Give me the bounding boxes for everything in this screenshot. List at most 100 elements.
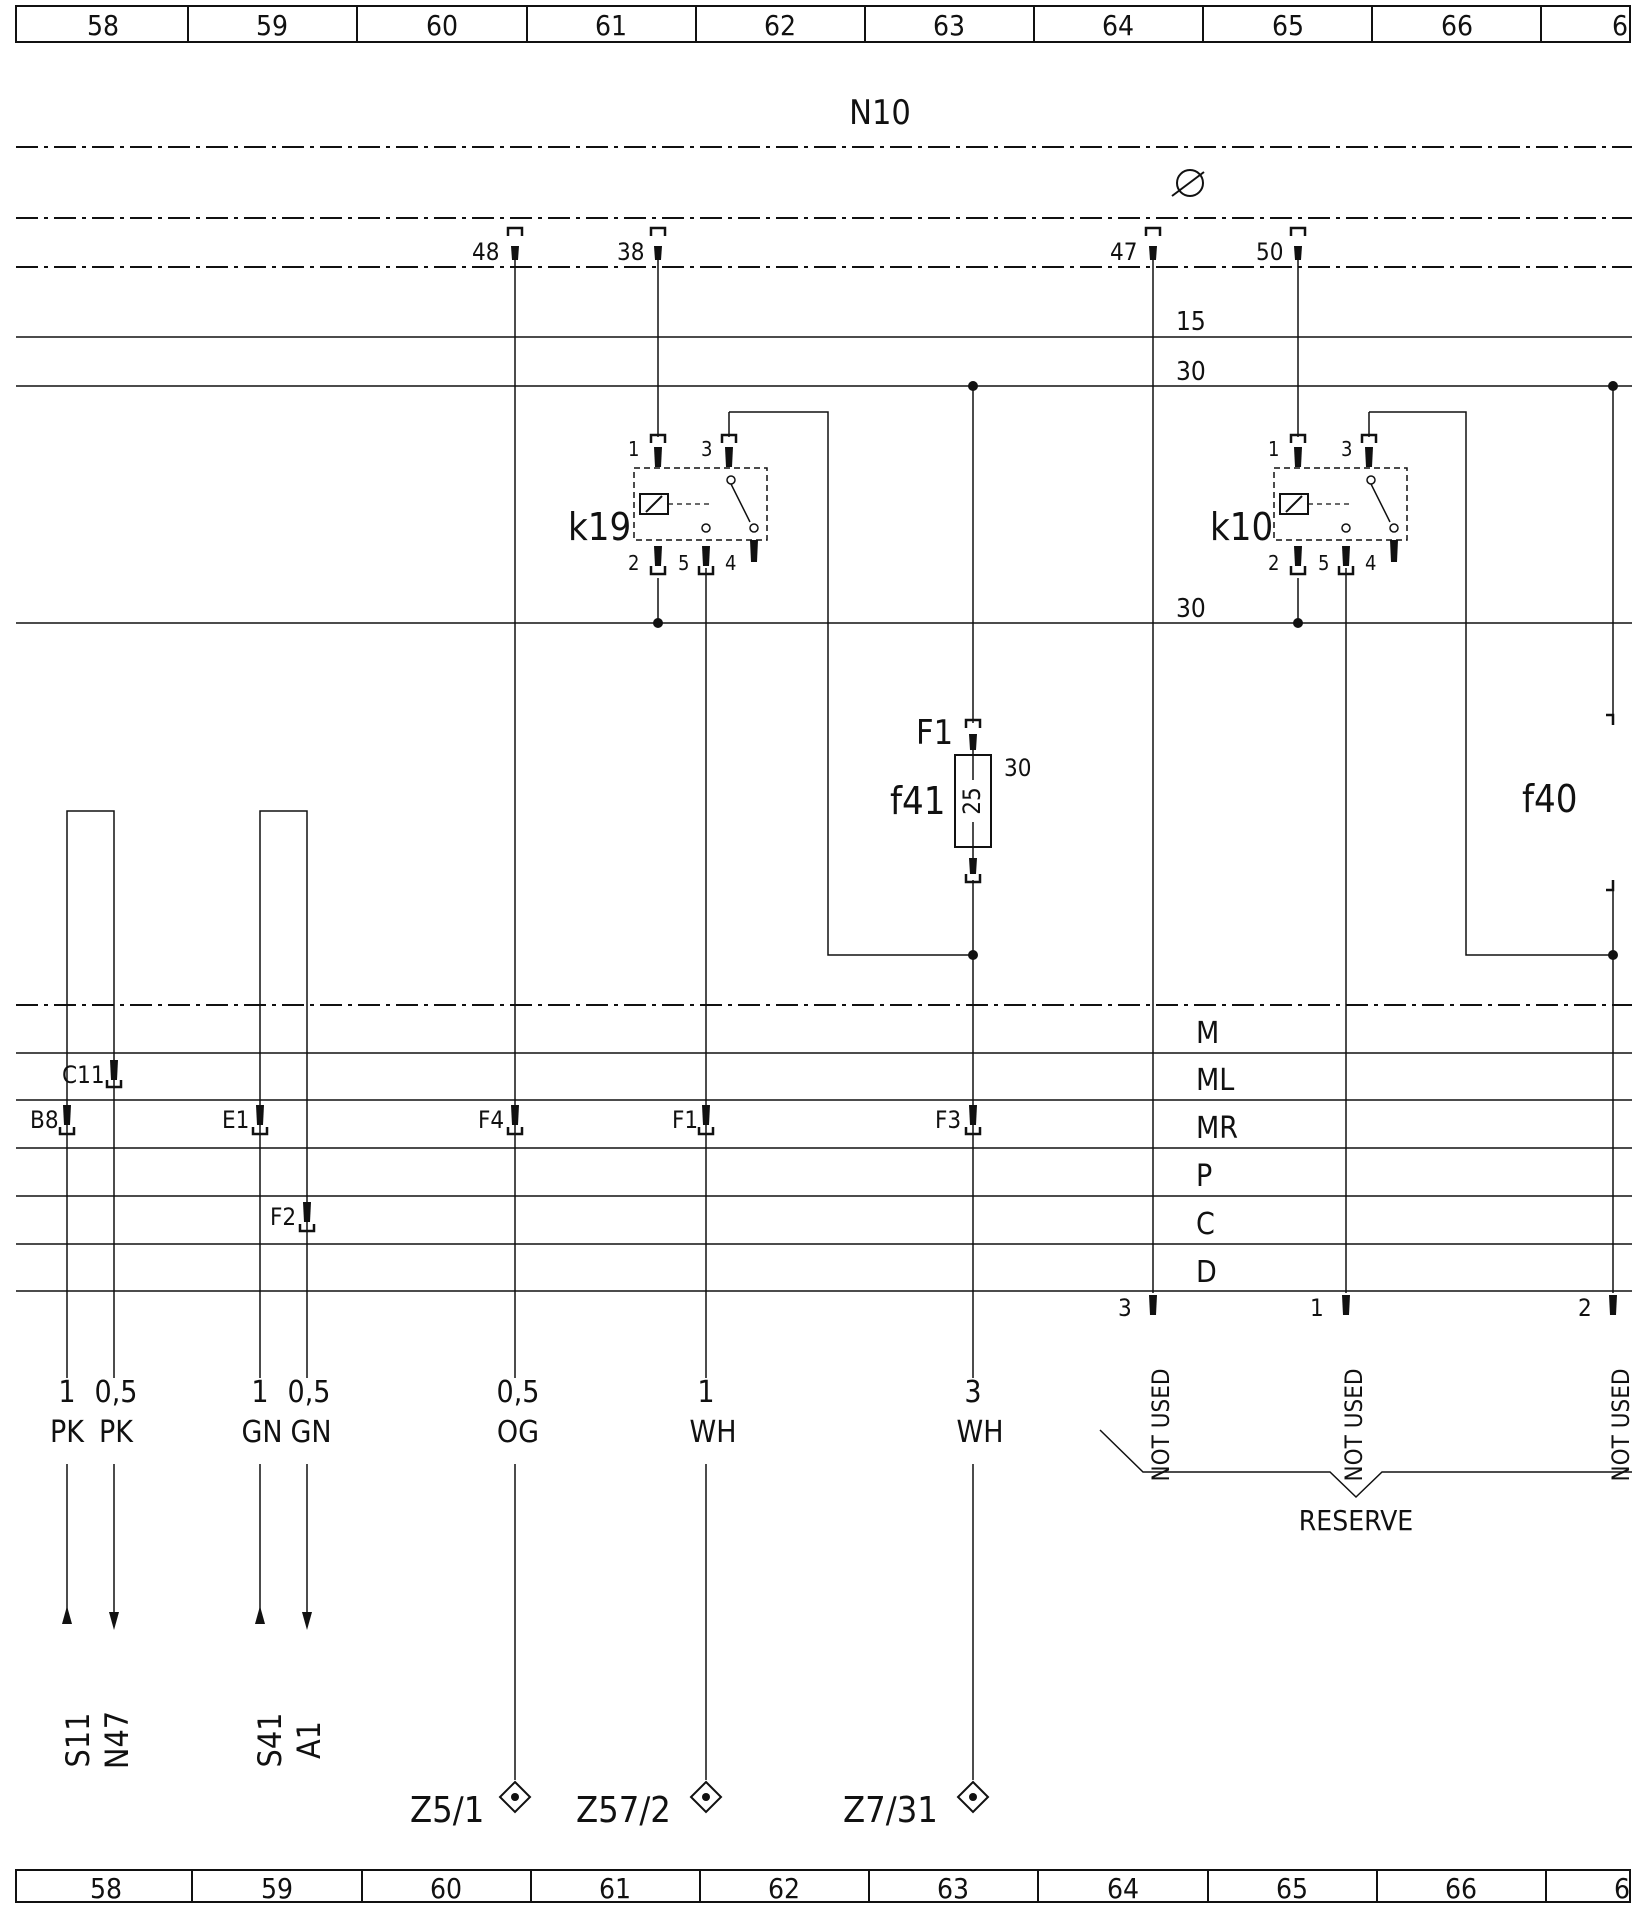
ground-label: Z57/2 [576, 1790, 671, 1831]
svg-text:f41: f41 [890, 779, 946, 823]
grid-top-cell: 59 [256, 9, 288, 42]
destination-label: S11 [59, 1713, 97, 1768]
svg-text:4: 4 [1365, 551, 1376, 575]
svg-text:38: 38 [617, 238, 644, 266]
wire-color: PK [50, 1415, 85, 1450]
grid-top-cell: 58 [87, 9, 119, 42]
pin-f2: F2 [270, 1202, 316, 1233]
svg-text:3: 3 [1341, 437, 1352, 461]
connector-50: 50 [1256, 226, 1307, 266]
svg-text:30: 30 [1004, 754, 1031, 782]
pin-c11: C11 [62, 1060, 123, 1089]
svg-text:5: 5 [1318, 551, 1329, 575]
wire-size: 0,5 [288, 1375, 331, 1410]
grid-top-cell: 61 [595, 9, 627, 42]
svg-text:F2: F2 [270, 1203, 296, 1231]
grid-bottom: 58 59 60 61 62 63 64 65 66 6 [15, 1869, 1631, 1905]
svg-text:2: 2 [1578, 1294, 1592, 1322]
pin-b8: B8 [30, 1105, 76, 1136]
not-used-label: NOT USED [1147, 1369, 1175, 1482]
grid-bottom-cell: 64 [1107, 1872, 1139, 1905]
pin-2: 2 [1578, 1294, 1617, 1322]
svg-text:5: 5 [678, 551, 689, 575]
svg-text:k19: k19 [568, 505, 631, 549]
wire-color: WH [957, 1415, 1004, 1450]
svg-text:2: 2 [1268, 551, 1279, 575]
grid-bottom-cell: 58 [90, 1872, 122, 1905]
grid-top-cell: 65 [1272, 9, 1304, 42]
grid-top-cell: 62 [764, 9, 796, 42]
ground-symbol-icon [1171, 169, 1205, 197]
wire-runs [66, 258, 1614, 1780]
pin-3: 3 [1118, 1294, 1157, 1322]
svg-text:47: 47 [1110, 238, 1137, 266]
grid-top-cell: 63 [933, 9, 965, 42]
reserve-group: NOT USED NOT USED NOT USED RESERVE [1099, 1369, 1635, 1537]
relay-k10: k10 1 3 2 5 4 [1210, 433, 1408, 576]
wire-size: 3 [964, 1375, 981, 1410]
wire-size: 1 [697, 1375, 714, 1410]
svg-text:F3: F3 [935, 1106, 961, 1134]
wire-color: PK [99, 1415, 134, 1450]
connector-48: 48 [472, 226, 524, 266]
bus-30-lower-label: 30 [1176, 594, 1206, 624]
wire-color: WH [690, 1415, 737, 1450]
wire-size: 1 [58, 1375, 75, 1410]
destination-label: A1 [290, 1721, 328, 1759]
arrow-down-icon [302, 1612, 312, 1630]
svg-text:F1: F1 [916, 713, 953, 753]
svg-text:4: 4 [725, 551, 736, 575]
destination-arrows [62, 1606, 312, 1630]
wire-size: 1 [251, 1375, 268, 1410]
grid-top-cell: 64 [1102, 9, 1134, 42]
wire-size: 0,5 [497, 1375, 540, 1410]
pin-e1: E1 [222, 1105, 269, 1136]
grid-bottom-cell: 59 [261, 1872, 293, 1905]
ground-z57-2: Z57/2 [576, 1780, 723, 1831]
grid-top-cell: 60 [426, 9, 458, 42]
svg-text:F4: F4 [478, 1106, 504, 1134]
destination-labels: S11 N47 S41 A1 [59, 1711, 328, 1769]
relay-k19: k19 1 3 2 5 4 [568, 433, 768, 576]
harness-row-label: D [1196, 1255, 1217, 1290]
not-used-label: NOT USED [1607, 1369, 1635, 1482]
svg-text:B8: B8 [30, 1106, 59, 1134]
harness-row-label: ML [1196, 1063, 1234, 1098]
ground-label: Z7/31 [843, 1790, 938, 1831]
svg-text:25: 25 [958, 787, 986, 814]
svg-text:1: 1 [628, 437, 639, 461]
arrow-up-icon [255, 1606, 265, 1624]
bus-15-label: 15 [1176, 307, 1206, 337]
svg-text:2: 2 [628, 551, 639, 575]
svg-text:50: 50 [1256, 238, 1283, 266]
wire-labels: 1 PK 0,5 PK 1 GN 0,5 GN 0,5 OG 1 WH 3 WH [50, 1375, 1003, 1450]
destination-label: S41 [251, 1713, 289, 1768]
harness-row-label: MR [1196, 1111, 1238, 1146]
ground-z5-1: Z5/1 [410, 1780, 532, 1831]
harness-bus: M ML MR P C D [16, 1004, 1632, 1292]
svg-text:k10: k10 [1210, 505, 1273, 549]
grid-top-cell: 6 [1612, 9, 1628, 42]
pin-f4: F4 [478, 1105, 524, 1136]
pin-f1: F1 [672, 1105, 715, 1136]
module-title: N10 [849, 93, 911, 133]
grid-bottom-cell: 6 [1614, 1872, 1630, 1905]
svg-text:48: 48 [472, 238, 499, 266]
harness-pins: C11 B8 E1 F2 F4 F1 F3 3 1 2 [30, 1060, 1617, 1322]
grid-top-cell: 66 [1441, 9, 1473, 42]
ground-z7-31: Z7/31 [843, 1780, 990, 1831]
svg-text:f40: f40 [1522, 777, 1578, 821]
connector-38: 38 [617, 226, 667, 266]
pin-f3: F3 [935, 1105, 982, 1136]
grid-bottom-cell: 61 [599, 1872, 631, 1905]
grid-bottom-cell: 66 [1445, 1872, 1477, 1905]
ground-points: Z5/1 Z57/2 Z7/31 [410, 1780, 990, 1831]
wire-color: OG [497, 1415, 539, 1450]
svg-text:E1: E1 [222, 1106, 249, 1134]
grid-bottom-cell: 60 [430, 1872, 462, 1905]
wire-color: GN [290, 1415, 331, 1450]
svg-text:C11: C11 [62, 1061, 105, 1089]
fuse-f41: 25 F1 f41 30 [890, 713, 1031, 884]
harness-row-label: P [1196, 1159, 1212, 1194]
